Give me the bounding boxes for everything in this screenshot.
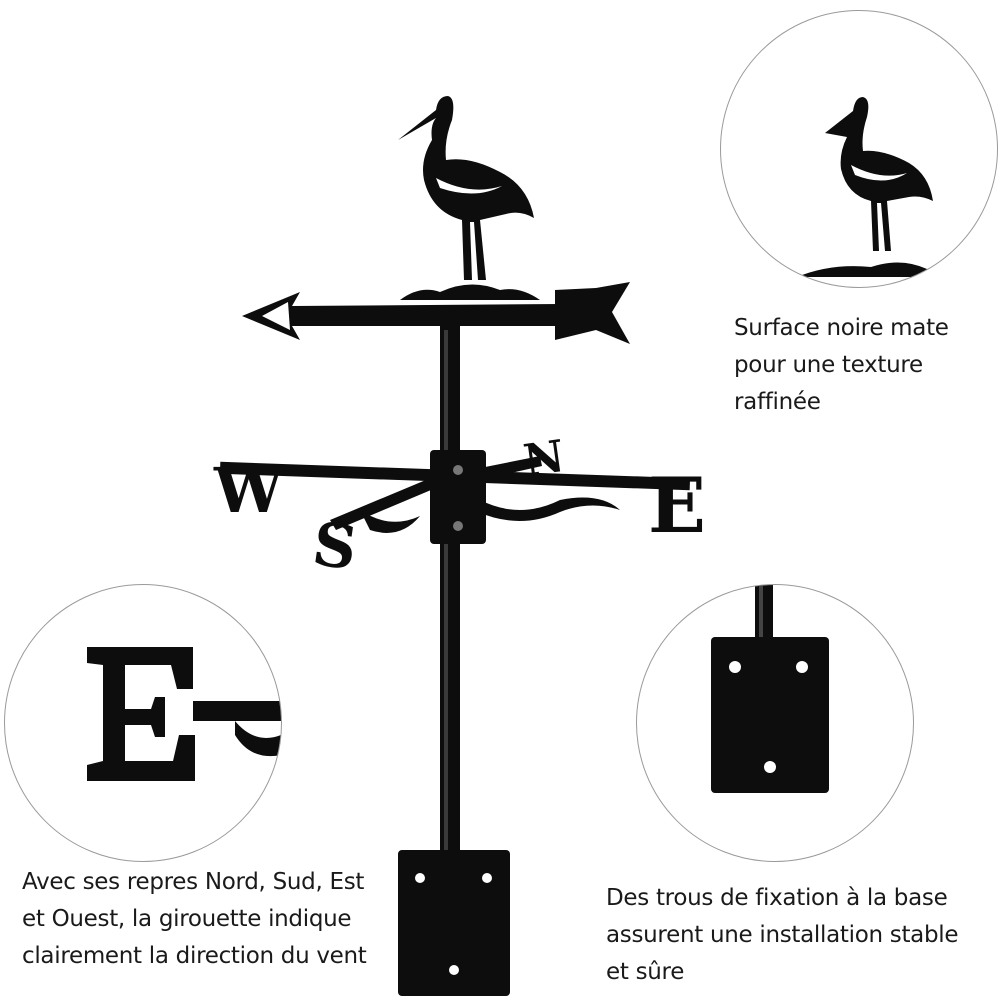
compass-letter-north: N — [521, 431, 568, 487]
compass-arms — [219, 450, 691, 544]
caption-mounting: Des trous de fixation à la base assurent… — [606, 880, 959, 991]
caption-texture: Surface noire mate pour une texture raff… — [734, 310, 949, 421]
caption-mounting-line-2: assurent une installation stable — [606, 922, 959, 948]
caption-texture-line-2: pour une texture — [734, 352, 923, 378]
caption-mounting-line-3: et sûre — [606, 959, 685, 985]
compass-letter-west: W — [213, 454, 285, 527]
caption-directions: Avec ses repres Nord, Sud, Est et Ouest,… — [22, 864, 367, 975]
arrow-pointer — [242, 282, 630, 344]
caption-texture-line-3: raffinée — [734, 389, 821, 415]
mounting-plate — [398, 850, 510, 996]
compass-letter-south: S — [308, 509, 361, 584]
letter-e-detail — [87, 647, 281, 781]
detail-circle-stork — [720, 10, 998, 288]
caption-directions-line-2: et Ouest, la girouette indique — [22, 906, 352, 932]
caption-directions-line-1: Avec ses repres Nord, Sud, Est — [22, 869, 365, 895]
caption-mounting-line-1: Des trous de fixation à la base — [606, 885, 948, 911]
stork-silhouette — [398, 96, 534, 280]
weathervane-pole — [440, 320, 460, 860]
detail-circle-base-plate — [636, 584, 914, 862]
stork-detail — [797, 97, 947, 277]
caption-texture-line-1: Surface noire mate — [734, 315, 949, 341]
base-plate-detail — [711, 585, 829, 793]
compass-letter-east: E — [648, 461, 706, 550]
caption-directions-line-3: clairement la direction du vent — [22, 943, 367, 969]
detail-circle-letter-e — [4, 584, 282, 862]
